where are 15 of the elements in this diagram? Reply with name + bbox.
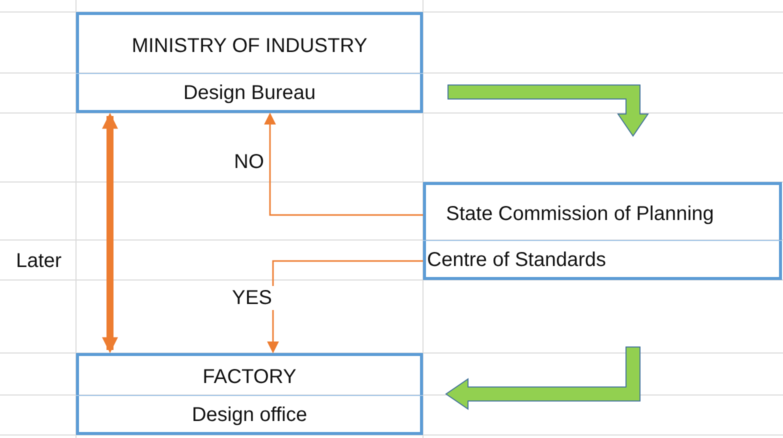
arrow	[102, 112, 118, 354]
box-text: MINISTRY OF INDUSTRY	[132, 34, 368, 58]
org-box	[76, 353, 423, 435]
org-box	[423, 182, 782, 280]
box-text: State Commission of Planning	[446, 202, 714, 227]
edge-label: YES	[230, 286, 274, 310]
box-text: Design Bureau	[183, 80, 316, 106]
block-arrow	[448, 84, 649, 137]
block-arrow	[445, 346, 640, 410]
box-text: Design office	[192, 402, 308, 428]
box-text: FACTORY	[202, 365, 296, 390]
arrow	[267, 260, 423, 354]
box-text: Centre of Standards	[427, 248, 606, 272]
arrow	[264, 112, 423, 216]
org-box	[76, 12, 423, 113]
